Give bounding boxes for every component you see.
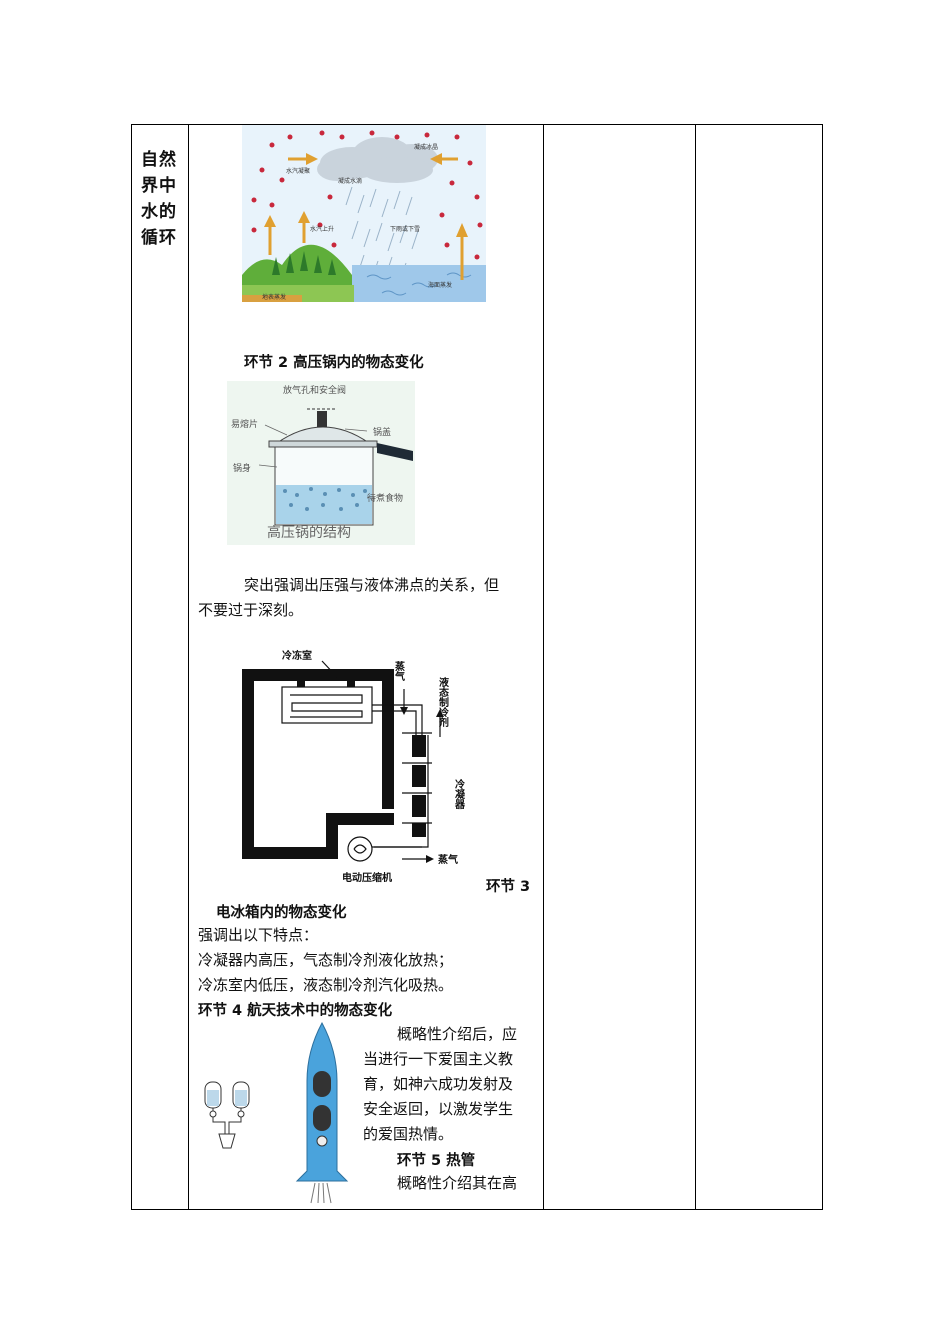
fridge-label-condenser: 冷凝器 [453, 778, 466, 810]
wc-label-drops: 凝成水滴 [338, 177, 362, 185]
fuel-tanks-diagram [204, 1081, 250, 1149]
pressure-cooker-diagram: 放气孔和安全阀 易熔片 锅盖 锅身 待煮食物 高压锅的结构 [227, 381, 415, 545]
section4-line-1: 概略性介绍后，应 [397, 1025, 518, 1043]
topic-label: 自然界中水的循环 [141, 150, 177, 248]
section4-line-2: 当进行一下爱国主义教 [363, 1050, 514, 1068]
section4-line-3: 育，如神六成功发射及 [363, 1075, 514, 1093]
pc-label-food: 待煮食物 [367, 492, 403, 504]
valve-icon [317, 411, 327, 427]
empty-cell-3 [543, 124, 696, 1210]
fridge-label-compressor: 电动压缩机 [342, 871, 392, 883]
section2-title: 环节 2 高压锅内的物态变化 [244, 355, 424, 371]
section3-line3: 冷冻室内低压，液态制冷剂汽化吸热。 [198, 976, 454, 994]
water-cycle-diagram: 凝成冰晶 水汽凝聚 凝成水滴 水汽上升 下雨或下雪 地表蒸发 海面蒸发 [242, 125, 486, 302]
wc-label-rain: 下雨或下雪 [390, 225, 420, 233]
pc-label-fuse: 易熔片 [231, 418, 258, 430]
handle-icon [377, 443, 413, 461]
rocket-icon [295, 1021, 349, 1204]
section3-title-part1: 环节 3 [486, 879, 531, 895]
wc-label-land-evap: 地表蒸发 [262, 293, 286, 301]
content-cell: 凝成冰晶 水汽凝聚 凝成水滴 水汽上升 下雨或下雪 地表蒸发 海面蒸发 环节 2… [188, 124, 544, 1210]
section3-title-part2: 电冰箱内的物态变化 [216, 905, 347, 921]
lesson-table: 自然界中水的循环 [131, 124, 823, 1210]
section3-line1: 强调出以下特点： [198, 926, 319, 944]
section5-text: 概略性介绍其在高 [397, 1174, 518, 1192]
wc-label-sea-evap: 海面蒸发 [428, 281, 452, 289]
fridge-vertical-labels: 蒸气 液态制冷剂 冷凝器 [393, 660, 466, 810]
pc-caption: 高压锅的结构 [267, 524, 351, 541]
fridge-label-steam-out: 蒸气 [438, 853, 458, 866]
pc-label-lid: 锅盖 [373, 426, 391, 438]
topic-cell: 自然界中水的循环 [131, 124, 189, 1210]
wc-label-condense: 水汽凝聚 [286, 167, 310, 175]
section4-line-5: 的爱国热情。 [363, 1125, 454, 1143]
section4-text: 概略性介绍后，应 当进行一下爱国主义教 育，如神六成功发射及 安全返回，以激发学… [363, 1022, 537, 1147]
wc-label-rise: 水汽上升 [310, 225, 334, 233]
section4-line-4: 安全返回，以激发学生 [363, 1100, 514, 1118]
fridge-label-freezer: 冷冻室 [282, 649, 312, 662]
wc-label-ice: 凝成冰晶 [414, 143, 438, 151]
pc-label-valve: 放气孔和安全阀 [283, 384, 346, 396]
section5-title: 环节 5 热管 [397, 1153, 476, 1169]
section4-title: 环节 4 航天技术中的物态变化 [198, 1003, 393, 1019]
section2-note-1: 突出强调出压强与液体沸点的关系，但 [244, 576, 500, 594]
cloud-icon [317, 137, 438, 183]
empty-cell-4 [695, 124, 823, 1210]
section3-line2: 冷凝器内高压，气态制冷剂液化放热； [198, 951, 454, 969]
section2-note-2: 不要过于深刻。 [198, 601, 304, 619]
pc-label-body: 锅身 [233, 462, 251, 474]
refrigerator-diagram: 冷冻室 蒸气 电动压缩机 蒸气 液态制冷剂 冷凝器 [242, 649, 466, 883]
fridge-label-refrigerant: 液态制冷剂 [437, 676, 450, 728]
fridge-label-steam: 蒸气 [393, 660, 406, 682]
